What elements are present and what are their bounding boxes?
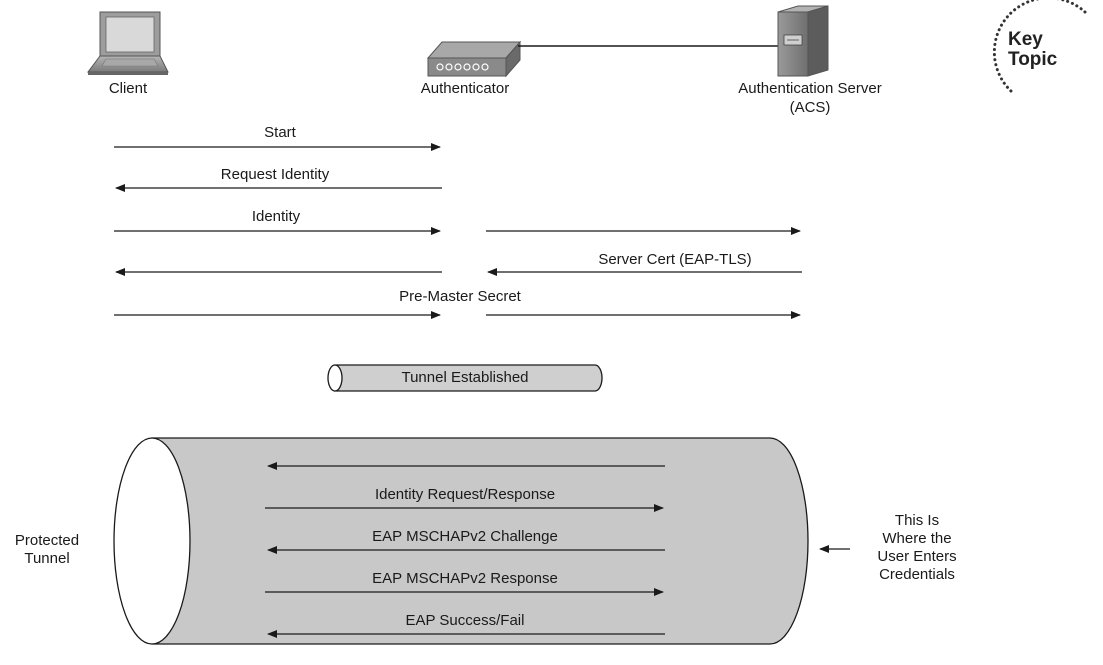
protected-tunnel-label: Protected Tunnel	[2, 532, 92, 568]
tunnel-established-pipe	[327, 364, 603, 392]
note-line3: User Enters	[877, 548, 957, 565]
credentials-note: This Is Where the User Enters Credential…	[852, 512, 982, 584]
server-icon	[777, 5, 829, 77]
note-line4: Credentials	[879, 566, 955, 583]
tunnel-message-identity: Identity Request/Response	[374, 486, 556, 503]
tunnel-message-challenge: EAP MSCHAPv2 Challenge	[372, 528, 558, 545]
tunnel-message-response: EAP MSCHAPv2 Response	[372, 570, 558, 587]
message-request-identity: Request Identity	[220, 166, 330, 183]
protected-tunnel-line1: Protected	[14, 532, 80, 549]
tunnel-established-label: Tunnel Established	[401, 369, 529, 386]
key-topic-line2: Topic	[1008, 49, 1058, 70]
key-topic-label: Key Topic	[1008, 30, 1057, 70]
note-line1: This Is	[894, 512, 940, 529]
note-line2: Where the	[882, 530, 952, 547]
message-pre-master-secret: Pre-Master Secret	[399, 288, 521, 305]
client-label: Client	[108, 80, 148, 97]
message-server-cert: Server Cert (EAP-TLS)	[598, 251, 752, 268]
key-topic-line1: Key	[1008, 29, 1043, 50]
message-start: Start	[264, 124, 296, 141]
switch-icon	[426, 40, 522, 78]
message-identity: Identity	[251, 208, 301, 225]
laptop-icon	[87, 11, 169, 75]
server-label-line2: (ACS)	[789, 99, 831, 116]
key-topic-badge-icon	[992, 0, 1087, 94]
protected-tunnel-line2: Tunnel	[24, 550, 70, 567]
authenticator-label: Authenticator	[420, 80, 510, 97]
server-label-line1: Authentication Server	[738, 80, 882, 97]
tunnel-message-success-fail: EAP Success/Fail	[405, 612, 525, 629]
